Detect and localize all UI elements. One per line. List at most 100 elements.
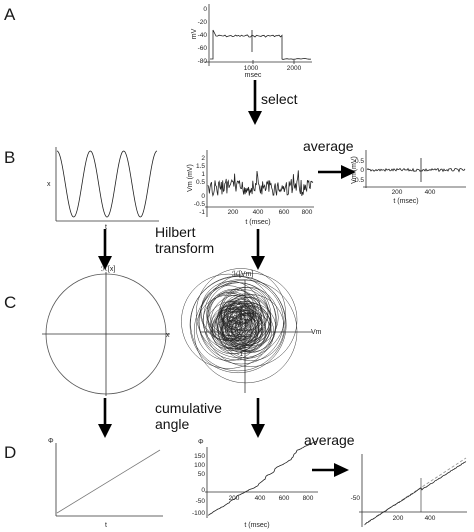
panel-letter-a: A: [4, 5, 16, 24]
arrow-b-to-c-left: [98, 229, 112, 270]
panel-a-ytick-0: 0: [203, 6, 207, 13]
panel-b-vm-xlabel: t (msec): [245, 219, 270, 226]
panel-c-trajectory-loop: [195, 268, 286, 359]
panel-b-vm-xtick-0: 200: [228, 209, 239, 216]
arrow-c-to-d-left-head: [98, 424, 112, 438]
panel-b-avg-plot: 0.5 0 -0.5 Vm (mV) 200 400 t (msec): [351, 150, 466, 205]
panel-d-vm-xtick-0: 200: [229, 495, 240, 502]
panel-c-trajectory-loop: [219, 293, 272, 346]
label-hilbert-line1: Hilbert: [155, 224, 196, 240]
panel-b-vm-ylabel: Vm (mV): [187, 164, 194, 192]
panel-c-trajectory-loop: [212, 309, 257, 354]
arrow-b-to-c-right: [251, 229, 265, 270]
panel-a-ytick-4: -80: [198, 58, 208, 65]
panel-b-vm-ytick-2: 1: [201, 171, 205, 178]
panel-c-trajectory-loop: [203, 272, 298, 367]
panel-c-trajectory-loop: [181, 273, 277, 369]
panel-d-avg-xtick-0: 200: [393, 515, 404, 522]
panel-c-trajectory-loop: [230, 313, 257, 340]
panel-a-xtick-0: 1000: [244, 65, 259, 72]
panel-d-vm-ytick-1: 100: [194, 462, 205, 469]
panel-a-ytick-2: -40: [198, 32, 208, 39]
panel-d-vm-xtick-1: 400: [255, 495, 266, 502]
panel-c-trajectory-loop: [221, 304, 242, 325]
label-cumulative-line1: cumulative: [155, 400, 222, 416]
panel-d-line-curve: [56, 449, 161, 514]
panel-c-vm-trajectory: [181, 268, 298, 384]
panel-b-vm-xtick-3: 800: [302, 209, 313, 216]
panel-c-trajectory-loop: [231, 312, 263, 344]
panel-c-trajectory-loop: [190, 275, 286, 372]
panel-d-vm-trace: [207, 440, 317, 516]
panel-letter-b: B: [4, 148, 15, 167]
panel-d-line-xlabel: t: [105, 522, 107, 529]
panel-c-trajectory-loop: [217, 287, 279, 348]
panel-c-vm-xlabel: Vm: [311, 329, 322, 336]
arrow-select: [248, 80, 262, 125]
panel-a-ylabel: mV: [191, 28, 198, 39]
panel-c-trajectory-loop: [193, 279, 298, 384]
arrow-average-d-head: [334, 463, 349, 477]
panel-b-sine-xlabel: t: [105, 224, 107, 231]
panel-c-trajectory-loop: [234, 309, 263, 338]
panel-d-vm-xtick-2: 600: [279, 495, 290, 502]
panel-b-avg-xtick-1: 400: [425, 189, 436, 196]
panel-a-xlabel: msec: [245, 72, 262, 79]
panel-b-vm-ytick-1: 1.5: [196, 163, 205, 170]
panel-c-trajectory-loop: [220, 289, 269, 337]
panel-c-trajectory-loop: [196, 294, 263, 361]
arrow-b-to-c-left-head: [98, 256, 112, 270]
panel-b-avg-ytick-1: 0: [360, 167, 364, 174]
panel-d-avg-plot: -50 200 400: [351, 454, 467, 527]
panel-c-trajectory-loop: [239, 304, 256, 321]
panel-c-vm-ylabel: ℋ[Vm]: [232, 270, 253, 278]
panel-d-vm-ytick-4: -50: [196, 498, 206, 505]
panel-b-avg-ylabel: Vm (mV): [351, 156, 358, 184]
panel-c-circle-plot: ℋ[x] x: [42, 265, 170, 396]
panel-c-trajectory-loop: [207, 289, 264, 346]
panel-b-vm-xtick-1: 400: [253, 209, 264, 216]
panel-c-trajectory-loop: [239, 307, 262, 331]
panel-b-sine-curve: [56, 150, 158, 218]
panel-b-vm-ytick-6: -1: [199, 209, 205, 216]
panel-d-vm-ytick-3: 0: [201, 487, 205, 494]
panel-b-vm-ytick-5: -0.5: [194, 201, 206, 208]
panel-letter-c: C: [4, 293, 16, 312]
panel-d-line-plot: Φ t: [48, 438, 163, 529]
arrow-c-to-d-left: [98, 398, 112, 438]
panel-a-xtick-1: 2000: [287, 65, 302, 72]
panel-b-vm-ytick-0: 2: [201, 155, 205, 162]
panel-d-avg-xtick-1: 400: [425, 515, 436, 522]
label-hilbert-line2: transform: [155, 240, 214, 256]
panel-c-trajectory-loop: [202, 293, 259, 350]
panel-a-plot: 0 -20 -40 -60 -80 mV 1000 2000 msec: [191, 4, 312, 79]
panel-b-avg-trace: [366, 167, 466, 173]
panel-d-vm-ytick-5: -100: [192, 510, 205, 517]
arrow-select-head: [248, 111, 262, 125]
panel-c-trajectory-loop: [200, 281, 262, 342]
arrow-b-to-c-right-head: [251, 256, 265, 270]
panel-c-circle-ylabel: ℋ[x]: [101, 265, 115, 273]
arrow-average-d: [312, 463, 349, 477]
label-average-d: average: [304, 432, 355, 448]
panel-c-trajectory-loop: [189, 276, 287, 374]
panel-d-vm-xlabel: t (msec): [244, 522, 269, 529]
panel-c-vm-plot: ℋ[Vm] Vm 1 -1: [181, 268, 322, 393]
panel-a-voltage-trace: [210, 29, 312, 60]
panel-b-vm-ytick-4: 0: [201, 193, 205, 200]
arrow-c-to-d-right-head: [251, 424, 265, 438]
panel-b-avg-xtick-0: 200: [392, 189, 403, 196]
panel-c-trajectory-loop: [198, 282, 277, 361]
arrow-average-b-head: [341, 165, 356, 179]
panel-d-line-ylabel: Φ: [48, 438, 54, 445]
panel-d-vm-plot: Φ 150 100 50 0 -50 -100 200 400 600 800 …: [192, 439, 318, 529]
panel-b-avg-xlabel: t (msec): [393, 198, 418, 205]
panel-b-sine-ylabel: x: [47, 181, 51, 188]
label-average-b: average: [303, 138, 354, 154]
panel-a-ytick-1: -20: [198, 19, 208, 26]
panel-d-avg-ytick-0: -50: [351, 495, 361, 502]
arrow-average-b: [318, 165, 356, 179]
panel-d-avg-trace: [364, 461, 467, 525]
panel-b-vm-plot: 2 1.5 1 0.5 0 -0.5 -1 Vm (mV) 200 400 60…: [187, 150, 314, 226]
